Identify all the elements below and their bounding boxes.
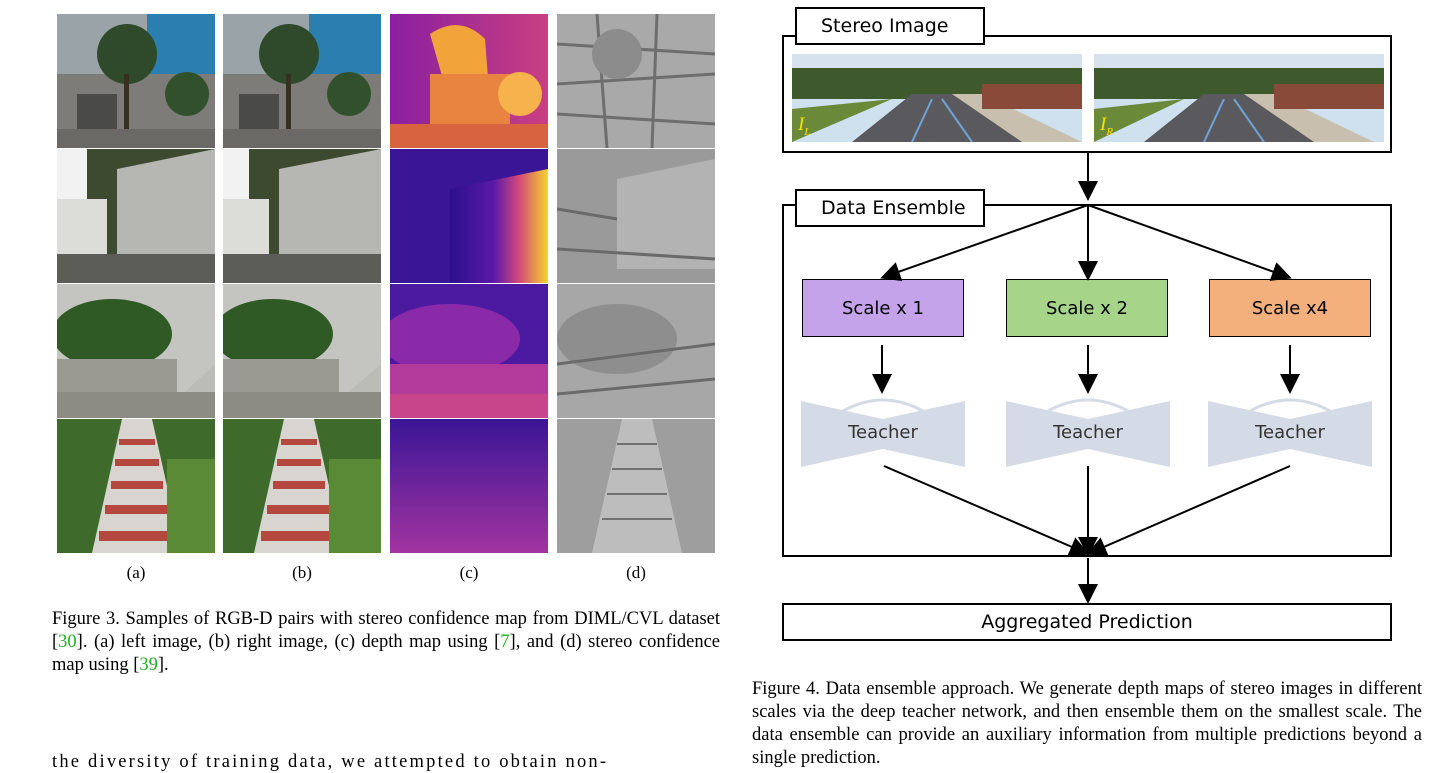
row2-depth-map	[390, 149, 548, 283]
row3-confidence-map	[557, 284, 715, 418]
row2-left-image	[57, 149, 215, 283]
right-stereo-photo: IR	[1094, 54, 1384, 142]
scale-x1-box: Scale x 1	[802, 279, 964, 337]
row3-depth-map	[390, 284, 548, 418]
citation-link[interactable]: 7	[500, 632, 510, 652]
row3-right-image	[223, 284, 381, 418]
row1-confidence-map	[557, 14, 715, 148]
stereo-image-frame	[782, 35, 1392, 153]
teacher-label: Teacher	[1053, 422, 1123, 443]
teacher-network-2: Teacher	[1006, 397, 1170, 471]
sublabel-d: (d)	[626, 563, 646, 582]
citation-link[interactable]: 30	[58, 632, 77, 652]
sublabel-a: (a)	[126, 563, 146, 582]
left-image-label: IL	[798, 114, 811, 138]
row1-left-image	[57, 14, 215, 148]
right-image-label: IR	[1100, 114, 1114, 138]
arrow-to-scale-4	[1087, 204, 1292, 281]
data-ensemble-title: Data Ensemble	[795, 189, 985, 227]
row1-right-image	[223, 14, 381, 148]
row4-left-image	[57, 419, 215, 553]
citation-link[interactable]: 39	[139, 655, 158, 675]
row1-depth-map	[390, 14, 548, 148]
teacher-label: Teacher	[848, 422, 918, 443]
row4-right-image	[223, 419, 381, 553]
sublabel-c: (c)	[459, 563, 479, 582]
row2-confidence-map	[557, 149, 715, 283]
arrow-to-scale-1	[880, 204, 1089, 282]
arrow-teacher1-to-merge	[883, 465, 1090, 556]
figure-3-caption: Figure 3. Samples of RGB-D pairs with st…	[52, 609, 721, 675]
row2-right-image	[223, 149, 381, 283]
row3-left-image	[57, 284, 215, 418]
row4-confidence-map	[557, 419, 715, 553]
teacher-network-1: Teacher	[801, 397, 965, 471]
teacher-label: Teacher	[1255, 422, 1325, 443]
aggregated-prediction-box: Aggregated Prediction	[782, 603, 1392, 641]
teacher-network-3: Teacher	[1208, 397, 1372, 471]
figure-4-caption: Figure 4. Data ensemble approach. We gen…	[752, 679, 1422, 768]
stereo-image-title: Stereo Image	[795, 7, 985, 45]
left-stereo-photo: IL	[792, 54, 1082, 142]
arrow-teacher3-to-merge	[1086, 465, 1291, 556]
sublabel-b: (b)	[292, 563, 312, 582]
row4-depth-map	[390, 419, 548, 553]
